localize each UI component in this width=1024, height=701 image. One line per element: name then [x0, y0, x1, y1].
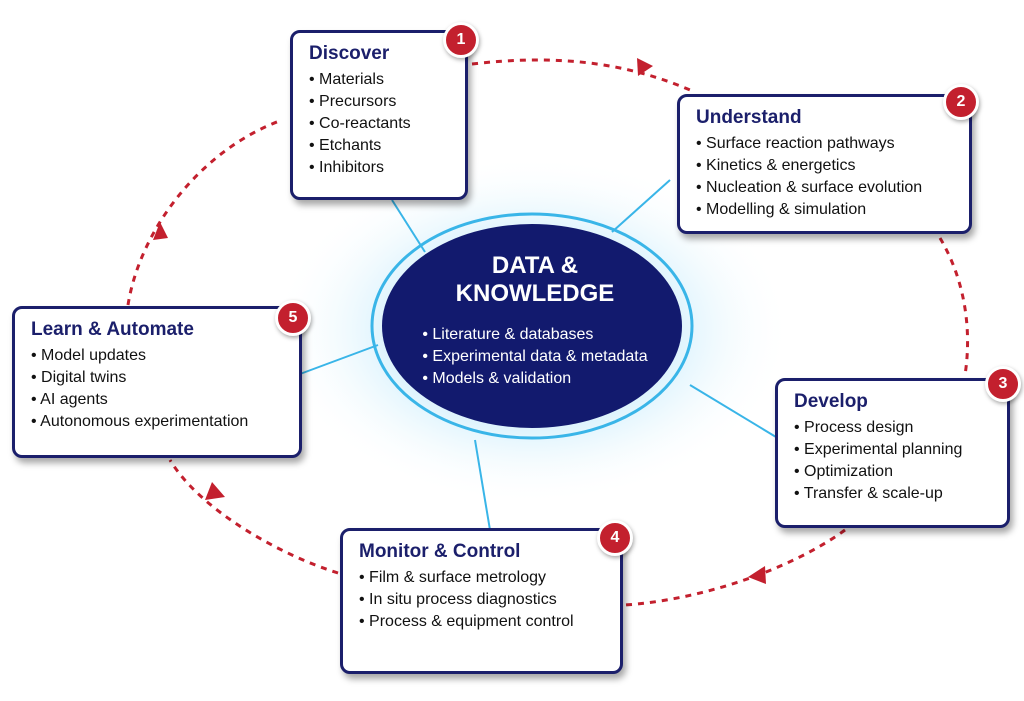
arrow-4-to-5	[168, 459, 339, 575]
step-badge-4: 4	[597, 520, 633, 556]
arrow-1-to-2	[471, 58, 691, 92]
step-item: Experimental planning	[794, 439, 993, 461]
step-card-monitor-control: Monitor & Control Film & surface metrolo…	[340, 528, 623, 674]
step-badge-1: 1	[443, 22, 479, 58]
step-item: Inhibitors	[309, 157, 451, 179]
cycle-arrows	[126, 58, 970, 607]
center-ring	[370, 212, 694, 440]
step-item: Process & equipment control	[359, 611, 606, 633]
arrow-3-to-4	[624, 528, 846, 607]
step-item: Nucleation & surface evolution	[696, 177, 955, 199]
step-badge-2: 2	[943, 84, 979, 120]
step-item: Kinetics & energetics	[696, 155, 955, 177]
step-item: Film & surface metrology	[359, 567, 606, 589]
connector-discover	[391, 199, 426, 253]
step-item: Precursors	[309, 91, 451, 113]
connector-learn	[299, 344, 379, 375]
connector-lines	[299, 179, 777, 531]
step-item: Materials	[309, 69, 451, 91]
arrowhead-5-to-1	[153, 222, 168, 240]
step-card-learn-automate: Learn & Automate Model updates Digital t…	[12, 306, 302, 458]
step-badge-3: 3	[985, 366, 1021, 402]
connector-develop	[689, 384, 777, 438]
step-card-discover: Discover Materials Precursors Co-reactan…	[290, 30, 468, 200]
step-title: Discover	[309, 43, 390, 64]
step-card-understand: Understand Surface reaction pathways Kin…	[677, 94, 972, 234]
step-card-develop: Develop Process design Experimental plan…	[775, 378, 1010, 528]
center-list: Literature & databases Experimental data…	[422, 324, 647, 390]
step-item: Surface reaction pathways	[696, 133, 955, 155]
step-item: In situ process diagnostics	[359, 589, 606, 611]
step-title: Learn & Automate	[31, 319, 194, 340]
step-item: AI agents	[31, 389, 285, 411]
step-item: Modelling & simulation	[696, 199, 955, 221]
arrowhead-3-to-4	[748, 566, 766, 584]
step-item: Model updates	[31, 345, 285, 367]
arrowhead-4-to-5	[205, 482, 225, 500]
arrowheads	[153, 58, 766, 584]
center-item: Models & validation	[422, 368, 647, 390]
connector-understand	[611, 179, 671, 233]
step-list: Surface reaction pathways Kinetics & ene…	[696, 133, 955, 221]
step-item: Autonomous experimentation	[31, 411, 285, 433]
step-title: Understand	[696, 107, 802, 128]
step-list: Film & surface metrology In situ process…	[359, 567, 606, 633]
center-item: Literature & databases	[422, 324, 647, 346]
step-item: Optimization	[794, 461, 993, 483]
center-item: Experimental data & metadata	[422, 346, 647, 368]
step-list: Materials Precursors Co-reactants Etchan…	[309, 69, 451, 179]
step-item: Co-reactants	[309, 113, 451, 135]
arrowhead-1-to-2	[637, 58, 653, 76]
connector-monitor	[474, 439, 491, 531]
arrow-5-to-1	[126, 118, 283, 306]
step-title: Monitor & Control	[359, 541, 521, 562]
step-title: Develop	[794, 391, 868, 412]
step-item: Process design	[794, 417, 993, 439]
step-item: Etchants	[309, 135, 451, 157]
step-item: Digital twins	[31, 367, 285, 389]
center-title: DATA & KNOWLEDGE	[455, 252, 615, 307]
step-list: Process design Experimental planning Opt…	[794, 417, 993, 505]
center-hub: DATA & KNOWLEDGE Literature & databases …	[400, 252, 670, 390]
arrow-2-to-3	[938, 237, 970, 376]
step-list: Model updates Digital twins AI agents Au…	[31, 345, 285, 433]
step-badge-5: 5	[275, 300, 311, 336]
step-item: Transfer & scale-up	[794, 483, 993, 505]
